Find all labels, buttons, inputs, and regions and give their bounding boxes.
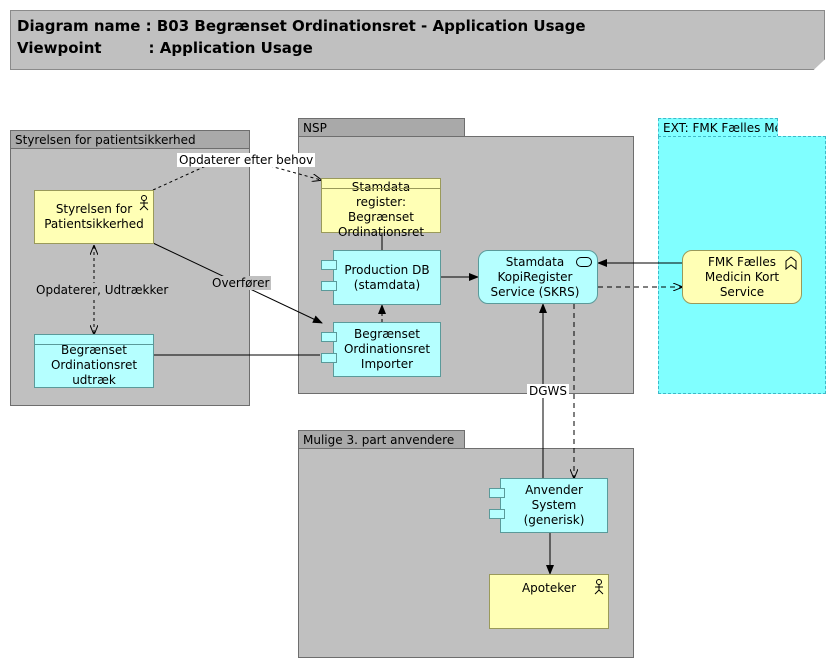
component-tab-icon bbox=[321, 332, 337, 342]
label-dgws: DGWS bbox=[527, 384, 570, 398]
component-tab-icon bbox=[321, 353, 337, 363]
group-tab-ext-fmk: EXT: FMK Fælles Medicin Kort bbox=[658, 118, 778, 137]
group-tab-mulige: Mulige 3. part anvendere bbox=[298, 430, 465, 449]
data-object-header-line bbox=[322, 188, 440, 189]
data-object-stamdata-register[interactable]: Stamdata register: Begrænset Ordinations… bbox=[321, 178, 441, 239]
diagram-name: Diagram name : B03 Begrænset Ordinations… bbox=[17, 17, 586, 35]
component-importer-label: Begrænset Ordinationsret Importer bbox=[343, 327, 431, 371]
component-anvender-system-label: Anvender System (generisk) bbox=[523, 483, 585, 527]
actor-icon bbox=[139, 195, 149, 211]
diagram-title-box: Diagram name : B03 Begrænset Ordinations… bbox=[10, 10, 825, 70]
actor-styrelsen[interactable]: Styrelsen for Patientsikkerhed bbox=[34, 190, 154, 244]
actor-apoteker[interactable]: Apoteker bbox=[489, 574, 609, 629]
business-service-fmk[interactable]: FMK Fælles Medicin Kort Service bbox=[682, 250, 802, 304]
label-opdaterer-udtraekker: Opdaterer, Udtrækker bbox=[34, 283, 171, 297]
component-anvender-system[interactable]: Anvender System (generisk) bbox=[500, 478, 608, 533]
component-importer[interactable]: Begrænset Ordinationsret Importer bbox=[333, 322, 441, 377]
actor-icon bbox=[594, 579, 604, 595]
service-icon bbox=[576, 257, 592, 267]
data-object-header-line bbox=[35, 344, 153, 345]
component-tab-icon bbox=[489, 488, 505, 498]
actor-styrelsen-label: Styrelsen for Patientsikkerhed bbox=[44, 202, 144, 231]
component-production-db[interactable]: Production DB (stamdata) bbox=[333, 250, 441, 305]
component-production-db-label: Production DB (stamdata) bbox=[344, 262, 430, 292]
function-icon bbox=[785, 256, 797, 270]
component-tab-icon bbox=[489, 509, 505, 519]
label-overforer: Overfører bbox=[210, 276, 272, 290]
actor-apoteker-label: Apoteker bbox=[521, 581, 577, 595]
data-object-stamdata-register-label: Stamdata register: Begrænset Ordinations… bbox=[337, 179, 425, 239]
service-skrs[interactable]: Stamdata KopiRegister Service (SKRS) bbox=[478, 250, 598, 304]
label-opdaterer-efter-behov: Opdaterer efter behov bbox=[177, 153, 316, 167]
service-skrs-label: Stamdata KopiRegister Service (SKRS) bbox=[490, 254, 580, 299]
component-tab-icon bbox=[321, 260, 337, 270]
data-object-begraenset-udtraek[interactable]: Begrænset Ordinationsret udtræk bbox=[34, 334, 154, 388]
component-tab-icon bbox=[321, 281, 337, 291]
viewpoint: Viewpoint : Application Usage bbox=[17, 39, 313, 57]
business-service-fmk-label: FMK Fælles Medicin Kort Service bbox=[704, 254, 780, 299]
data-object-begraenset-udtraek-label: Begrænset Ordinationsret udtræk bbox=[50, 342, 138, 387]
